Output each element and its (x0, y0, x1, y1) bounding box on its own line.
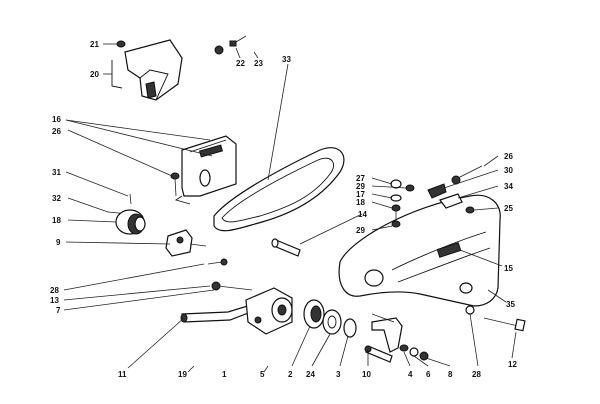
part-1-bearing-housing (245, 287, 293, 335)
part-6-washer (409, 347, 419, 357)
callout-15: 15 (504, 264, 513, 273)
part-26-bolt-left (170, 172, 180, 197)
part-24-pulley (322, 309, 342, 335)
part-10-shaft (364, 345, 393, 363)
part-20-cover-bracket (111, 39, 183, 101)
part-8-nut (419, 351, 429, 361)
part-14-spacer-tube (271, 238, 301, 257)
callout-16: 16 (52, 115, 61, 124)
callout-2: 2 (288, 370, 293, 379)
part-31-pin (129, 193, 132, 205)
callout-31: 31 (52, 168, 61, 177)
callout-5: 5 (260, 370, 265, 379)
part-pivot-arm (371, 313, 403, 353)
callout-17: 17 (356, 190, 365, 199)
callout-3: 3 (336, 370, 341, 379)
callout-32: 32 (52, 194, 61, 203)
callout-10: 10 (362, 370, 371, 379)
callout-27: 27 (356, 174, 365, 183)
part-2-bearing (303, 299, 325, 329)
part-18-pulley (115, 209, 146, 235)
callout-35: 35 (506, 300, 515, 309)
callout-28-left: 28 (50, 286, 59, 295)
part-7-long-bolt (211, 281, 253, 291)
leader-lines (63, 43, 517, 373)
part-11-lever (180, 303, 257, 323)
callout-26-right: 26 (504, 152, 513, 161)
callout-19: 19 (178, 370, 187, 379)
callout-26-left: 26 (52, 127, 61, 136)
callout-14: 14 (358, 210, 367, 219)
part-3-ring (343, 318, 357, 338)
callout-4: 4 (408, 370, 413, 379)
callout-18-left: 18 (52, 216, 61, 225)
part-30-clip (427, 183, 447, 199)
callout-24: 24 (306, 370, 315, 379)
part-25-screw (465, 206, 475, 214)
callout-11: 11 (118, 370, 127, 379)
callout-25: 25 (504, 204, 513, 213)
part-34-clamp (439, 193, 463, 209)
callout-labels: 21 20 22 23 33 16 26 31 32 18 9 28 13 7 … (50, 40, 517, 379)
part-23-screw (229, 35, 247, 47)
part-12-long-bolt (483, 317, 526, 332)
callout-8: 8 (448, 370, 453, 379)
part-29-nut-lower (391, 220, 401, 228)
callout-33: 33 (282, 55, 291, 64)
callout-34: 34 (504, 182, 513, 191)
part-16-mounting-bracket (174, 135, 237, 205)
callout-6: 6 (426, 370, 431, 379)
callout-9: 9 (56, 238, 61, 247)
callout-7: 7 (56, 306, 61, 315)
callout-28-right: 28 (472, 370, 481, 379)
callout-29-lower: 29 (356, 226, 365, 235)
part-27-washer (390, 179, 402, 189)
callout-13: 13 (50, 296, 59, 305)
callout-30: 30 (504, 166, 513, 175)
callout-1: 1 (222, 370, 227, 379)
part-9-arm-plate (165, 229, 207, 257)
callout-12: 12 (508, 360, 517, 369)
callout-23: 23 (254, 59, 263, 68)
part-29-nut-upper (405, 184, 415, 192)
callout-20: 20 (90, 70, 99, 79)
callout-21: 21 (90, 40, 99, 49)
callout-29-upper: 29 (356, 182, 365, 191)
part-21-nut (116, 40, 126, 48)
part-4-nut (399, 344, 409, 352)
part-22-nut (214, 45, 224, 55)
part-28-bolt-left (207, 258, 228, 266)
part-33-drive-belt (213, 147, 345, 232)
callout-18-right: 18 (356, 198, 365, 207)
part-15-belt-guard (338, 194, 501, 307)
part-26-bolt-right (451, 165, 483, 185)
callout-22: 22 (236, 59, 245, 68)
part-17-washer (390, 194, 402, 202)
part-28-washer-right (465, 305, 475, 315)
